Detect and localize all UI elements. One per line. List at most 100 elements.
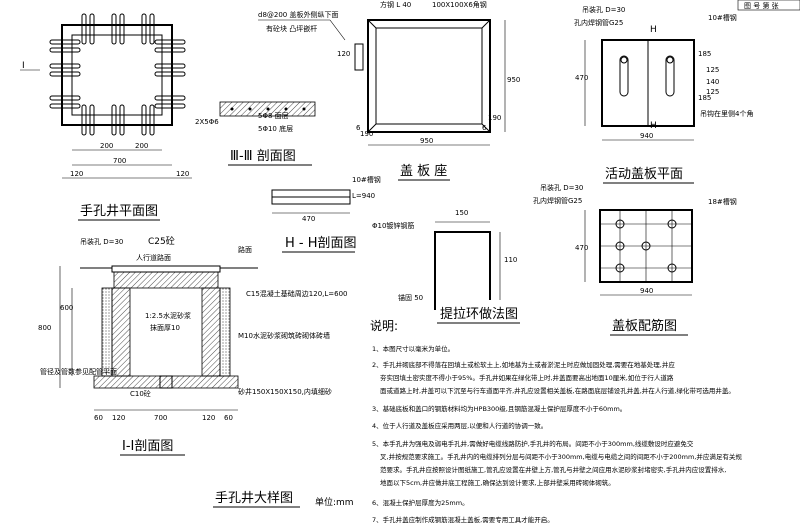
detail-title-group: 手孔井大样图 单位:mm (213, 491, 354, 508)
movable-cover-title: 活动盖板平面 (605, 167, 683, 182)
label-sand-well: 砂井150X150X150,内填细砂 (238, 387, 332, 396)
dim-6-a: 6 (356, 124, 361, 132)
note-5c: 范要求。手孔井应按照设计图纸施工,管孔应设置在井壁上方,管孔与井壁之间应用水泥砂… (380, 465, 726, 474)
label-rebar-spec: d8@200 盖板外侧纵下面 (258, 10, 338, 19)
section-ii-view: 吊装孔 D=30 C25砼 路面 人行道路面 C15混凝土基础周边120,L=6… (38, 235, 348, 456)
label-c10-concrete: C10砼 (130, 389, 151, 398)
dim-470-rebar: 470 (575, 244, 588, 252)
dim-185-b: 185 (698, 94, 711, 102)
dim-470: 470 (575, 74, 588, 82)
label-hook-note: 吊钩在里侧4个角 (700, 109, 753, 118)
dim-6-b: 6 (482, 124, 487, 132)
pipes-left (49, 39, 81, 109)
dim-940-rebar: 940 (640, 287, 653, 295)
title-block: 图 号 第 张 (737, 0, 800, 11)
pipes-bottom (81, 104, 155, 136)
label-plaster-thickness: 抹面厚10 (150, 323, 180, 332)
cover-rebar-view: 吊装孔 D=30 孔内焊钢管G25 18#槽钢 470 940 盖板配筋图 (533, 183, 737, 336)
label-anchor-50: 锚固 50 (398, 293, 423, 302)
dim-190-b: 190 (488, 114, 501, 122)
cover-seat-title: 盖 板 座 (400, 164, 447, 179)
dim-150: 150 (455, 209, 468, 217)
dim-700-ii: 700 (154, 414, 167, 422)
dim-60-b: 60 (224, 414, 233, 422)
note-2b: 夯实回填土密实度不得小于95%。手孔井如果在绿化带上时,井盖面要高出地面10厘米… (380, 373, 674, 382)
label-channel-steel-hh: 10#槽钢 (352, 175, 381, 184)
label-pipe-spec: 管径及管数参见配管平面 (40, 367, 117, 376)
note-5b: 叉,并按规范要求施工。手孔井内的电缆排列分层与间距不小于300mm,电缆与电缆之… (380, 452, 742, 461)
dim-200-a: 200 (100, 142, 113, 150)
label-m10-brick-wall: M10水泥砂浆砌筑砖砌体砖墙 (238, 331, 330, 340)
label-cement-mortar: 1:2.5水泥砂浆 (145, 311, 191, 320)
note-5d: 地面以下5cm,井应做井底工程施工,确保达到设计要求,上部井壁采用砖砌体砌筑。 (380, 478, 615, 487)
label-lift-hole-rebar: 吊装孔 D=30 (540, 183, 583, 192)
section-hh-title: H - H剖面图 (285, 236, 357, 251)
note-2: 2、手孔井砌底部不得落在回填土或松软土上,如地基为土或者淤泥土时应做加固处理,需… (372, 360, 675, 369)
dim-950-h: 950 (420, 137, 433, 145)
section-marker: I (22, 61, 25, 71)
note-4: 4、位于人行道及盖板应采用两层,以便和人行道的协调一致。 (372, 421, 547, 430)
label-c25-concrete: C25砼 (148, 235, 175, 247)
note-3: 3、基础底板和盖口的钢筋材料均为HPB300级,且钢筋混凝土保护层厚度不小于60… (372, 404, 626, 413)
section-h-top: H (650, 25, 657, 35)
label-angle-steel-100: 100X100X6角钢 (432, 0, 487, 9)
note-2c: 面或道路上时,井盖可以下沉至与行车道面平齐,井孔应设置相关盖板,在路面底层铺设孔… (380, 386, 735, 395)
dim-120: 120 (337, 50, 350, 58)
dim-125-b: 125 (706, 88, 719, 96)
notes-heading: 说明: (370, 318, 398, 333)
plan-title: 手孔井平面图 (80, 204, 158, 219)
dim-940: 940 (640, 132, 653, 140)
dim-800: 800 (38, 324, 51, 332)
section-ii-title: Ⅰ-Ⅰ剖面图 (122, 439, 173, 454)
dim-120-a: 120 (70, 170, 83, 178)
dim-700: 700 (113, 157, 126, 165)
dim-110: 110 (504, 256, 517, 264)
label-welded-pipe-rebar: 孔内焊钢管G25 (533, 196, 582, 205)
dim-140: 140 (706, 78, 719, 86)
note-1: 1、本图尺寸以毫米为单位。 (372, 344, 454, 353)
dim-120-b-ii: 120 (202, 414, 215, 422)
pull-ring-view: Φ10镀锌钢筋 150 110 锚固 50 提拉环做法图 (372, 209, 520, 324)
title-block-text: 图 号 第 张 (744, 1, 779, 10)
cover-seat-view: 方钢 L 40 100X100X6角钢 950 950 190 6 190 6 … (356, 0, 520, 181)
note-5: 5、本手孔井为强电及弱电手孔井,需做好电缆线路防护,手孔井的布局。间距不小于30… (372, 439, 694, 448)
cover-rebar-title: 盖板配筋图 (612, 318, 677, 334)
dim-950-v: 950 (507, 76, 520, 84)
dim-120-b: 120 (176, 170, 189, 178)
dim-470-hh: 470 (302, 215, 315, 223)
label-concrete-block: 有砼块 凸坪嵌杆 (266, 24, 317, 33)
label-top-layer: 5Φ8 面层 (258, 112, 289, 120)
section-iii-title: Ⅲ-Ⅲ 剖面图 (230, 149, 296, 164)
label-welded-pipe: 孔内焊钢管G25 (574, 18, 623, 27)
detail-title: 手孔井大样图 (215, 491, 293, 506)
label-c15-foundation: C15混凝土基础周边120,L=600 (246, 289, 348, 298)
label-sidewalk-surface: 人行道路面 (136, 253, 171, 262)
section-iii-view: d8@200 盖板外侧纵下面 有砼块 凸坪嵌杆 120 2X5Φ6 5Φ8 面层… (195, 10, 364, 166)
pipes-top (81, 13, 155, 45)
pipes-right (154, 39, 186, 109)
plan-view: I 200 200 700 120 120 手孔井平面图 (20, 13, 192, 221)
label-length-940: L=940 (352, 192, 375, 200)
dim-120-a-ii: 120 (112, 414, 125, 422)
label-lift-hole: 吊装孔 D=30 (582, 5, 625, 14)
label-lift-hole-ii: 吊装孔 D=30 (80, 237, 123, 246)
pull-ring-title: 提拉环做法图 (440, 306, 518, 322)
note-6: 6、混凝土保护层厚度为25mm。 (372, 498, 469, 507)
label-2x5-rebar: 2X5Φ6 (195, 118, 219, 126)
dim-600: 600 (60, 304, 73, 312)
label-galvanized-rebar: Φ10镀锌钢筋 (372, 221, 414, 230)
label-road-surface: 路面 (238, 245, 252, 254)
label-18-channel: 18#槽钢 (708, 197, 737, 206)
dim-125-a: 125 (706, 66, 719, 74)
dim-190-a: 190 (360, 130, 373, 138)
note-7: 7、手孔井盖应制作成钢筋混凝土盖板,需要专用工具才能开启。 (372, 515, 554, 524)
movable-cover-view: 吊装孔 D=30 孔内焊钢管G25 H H 10#槽钢 470 185 185 … (574, 5, 753, 184)
label-angle-steel-l40: 方钢 L 40 (380, 0, 411, 9)
label-channel-steel: 10#槽钢 (708, 13, 737, 22)
dim-200-b: 200 (135, 142, 148, 150)
dim-60-a: 60 (94, 414, 103, 422)
label-bottom-layer: 5Φ10 底层 (258, 124, 293, 133)
notes: 说明: 1、本图尺寸以毫米为单位。 2、手孔井砌底部不得落在回填土或松软土上,如… (370, 318, 742, 524)
dim-185-a: 185 (698, 50, 711, 58)
section-hh-view: 10#槽钢 L=940 470 H - H剖面图 (271, 175, 381, 253)
